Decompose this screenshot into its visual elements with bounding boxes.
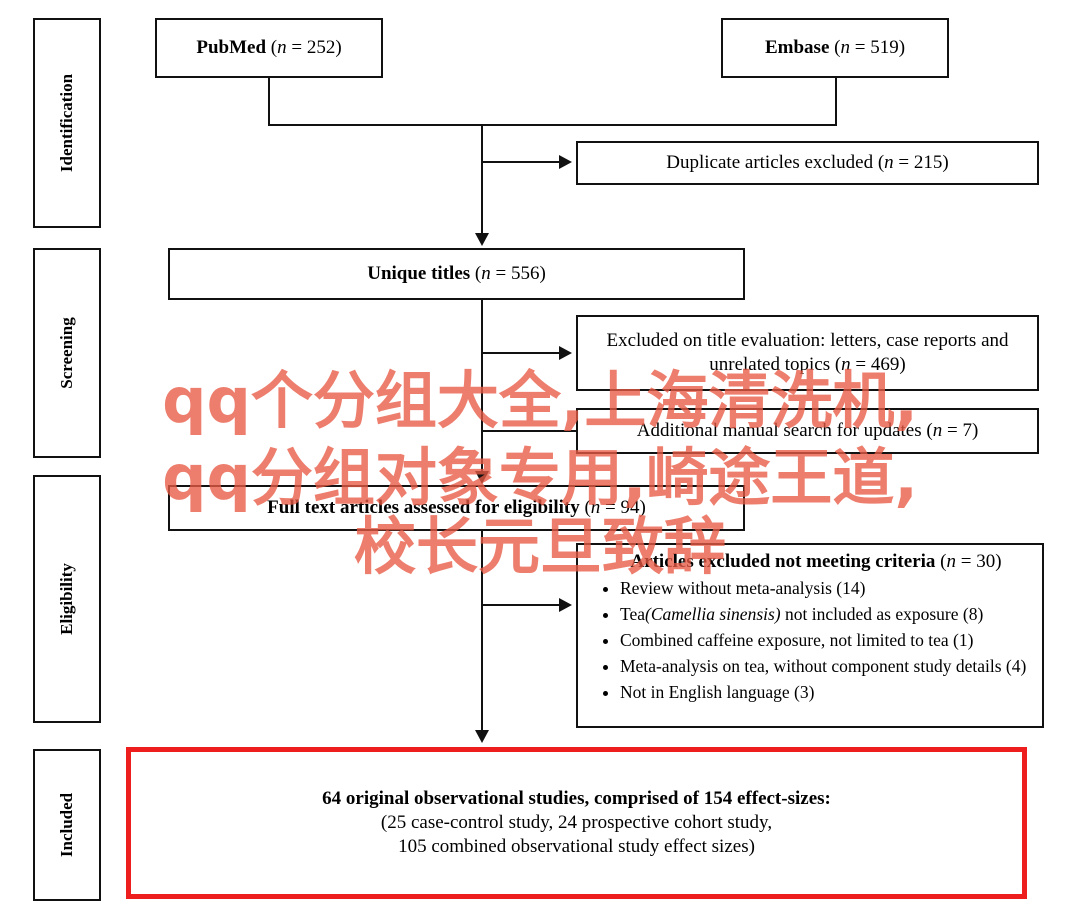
manual-search-box: Additional manual search for updates (n … [576, 408, 1039, 454]
reason-text: Review without meta-analysis (14) [620, 578, 866, 598]
arrow-to-included [475, 730, 489, 743]
stage-identification: Identification [33, 18, 101, 228]
arrow-to-articles-excl [559, 598, 572, 612]
reason-species: (Camellia sinensis) [645, 604, 781, 624]
full-text-label: Full text articles assessed for eligibil… [267, 497, 580, 519]
n-symbol: n [590, 497, 601, 519]
n-symbol: n [932, 420, 943, 442]
n-symbol: n [277, 37, 287, 59]
arrow-to-fulltext [475, 471, 489, 484]
connector-main-3 [481, 530, 483, 730]
list-item: Review without meta-analysis (14) [620, 576, 1032, 600]
pubmed-count: 252 [306, 37, 336, 59]
duplicates-count: 215 [913, 152, 943, 174]
connector-pubmed-down [268, 77, 270, 125]
n-symbol: n [946, 551, 957, 572]
embase-count: 519 [870, 37, 899, 59]
arrow-to-title-excl [559, 346, 572, 360]
title-excluded-box: Excluded on title evaluation: letters, c… [576, 315, 1039, 391]
articles-excluded-count: 30 [976, 551, 996, 572]
articles-excluded-label: Articles excluded not meeting criteria [630, 551, 936, 572]
connector-articles-branch [482, 604, 560, 606]
title-excl-count: 469 [870, 354, 900, 375]
included-line3: 105 combined observational study effect … [398, 836, 755, 857]
list-item: Meta-analysis on tea, without component … [620, 654, 1032, 678]
articles-excluded-box: Articles excluded not meeting criteria (… [576, 543, 1044, 728]
connector-dup-branch [482, 161, 560, 163]
n-symbol: n [884, 152, 894, 174]
stage-identification-label: Identification [57, 73, 76, 173]
stage-included: Included [33, 749, 101, 901]
pubmed-label: PubMed [196, 37, 267, 59]
connector-merge [268, 124, 837, 126]
stage-screening-label: Screening [57, 317, 76, 389]
embase-label: Embase [764, 37, 830, 59]
n-symbol: n [841, 354, 851, 375]
connector-manual-branch [482, 430, 576, 432]
stage-screening: Screening [33, 248, 101, 458]
exclusion-reasons-list: Review without meta-analysis (14) Tea(Ca… [600, 576, 1032, 704]
included-studies-box: 64 original observational studies, compr… [126, 747, 1027, 899]
articles-excluded-heading: Articles excluded not meeting criteria (… [630, 551, 1002, 572]
manual-search-count: 7 [962, 420, 972, 442]
embase-box: Embase (n = 519) [721, 18, 949, 78]
stage-included-label: Included [57, 792, 76, 858]
arrow-to-unique [475, 233, 489, 246]
duplicates-label: Duplicate articles excluded [666, 152, 874, 174]
list-item: Tea(Camellia sinensis) not included as e… [620, 602, 1032, 626]
included-line2: (25 case-control study, 24 prospective c… [380, 812, 773, 833]
title-excl-line2: unrelated topics [709, 354, 831, 375]
reason-text: Tea [620, 604, 646, 624]
list-item: Combined caffeine exposure, not limited … [620, 628, 1032, 652]
full-text-box: Full text articles assessed for eligibil… [168, 485, 745, 531]
full-text-count: 94 [620, 497, 640, 519]
pubmed-box: PubMed (n = 252) [155, 18, 383, 78]
connector-title-branch [482, 352, 560, 354]
duplicates-box: Duplicate articles excluded (n = 215) [576, 141, 1039, 185]
arrow-to-duplicates [559, 155, 572, 169]
list-item: Not in English language (3) [620, 680, 1032, 704]
reason-text: Meta-analysis on tea, without component … [620, 656, 1027, 676]
unique-label: Unique titles [367, 263, 471, 285]
n-symbol: n [840, 37, 850, 59]
connector-main-2 [481, 299, 483, 471]
unique-count: 556 [510, 263, 540, 285]
reason-text: Not in English language (3) [620, 682, 815, 702]
n-symbol: n [481, 263, 491, 285]
connector-embase-down [835, 77, 837, 125]
unique-titles-box: Unique titles (n = 556) [168, 248, 745, 300]
reason-text: not included as exposure (8) [780, 604, 984, 624]
connector-main-1 [481, 125, 483, 233]
stage-eligibility-label: Eligibility [57, 563, 76, 635]
stage-eligibility: Eligibility [33, 475, 101, 723]
reason-text: Combined caffeine exposure, not limited … [620, 630, 974, 650]
title-excl-line1: Excluded on title evaluation: letters, c… [606, 330, 1009, 352]
manual-search-label: Additional manual search for updates [636, 420, 922, 442]
included-line1: 64 original observational studies, compr… [322, 788, 831, 809]
